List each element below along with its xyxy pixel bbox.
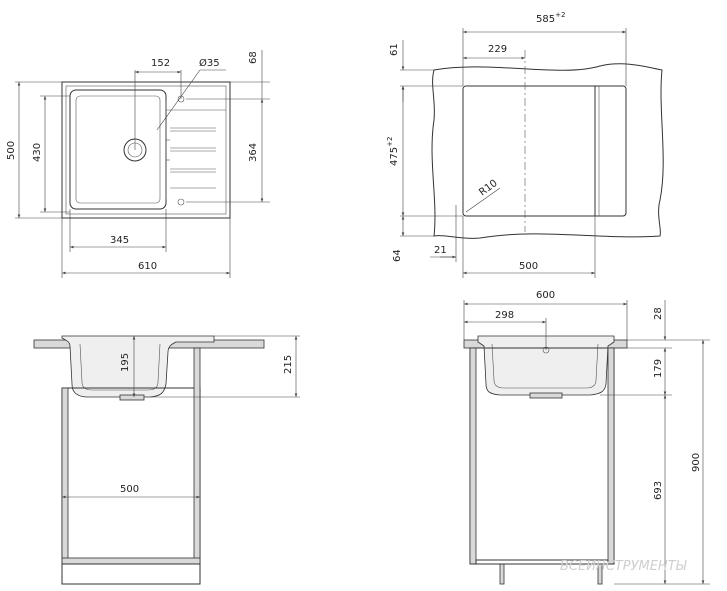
dim-298: 298 — [495, 310, 514, 321]
dim-500-cutout: 500 — [519, 261, 538, 272]
dim-152: 152 — [151, 58, 170, 69]
cutout-rectangle — [462, 85, 627, 217]
dim-179: 179 — [653, 359, 664, 378]
dim-229: 229 — [488, 44, 507, 55]
dim-693: 693 — [653, 481, 664, 500]
dim-195: 195 — [120, 353, 131, 372]
dim-345: 345 — [110, 235, 129, 246]
front-section-view: 600 298 28 179 693 900 — [463, 290, 710, 585]
side-section-view: 195 215 500 — [33, 335, 300, 585]
dim-215: 215 — [283, 355, 294, 374]
dim-r10: R10 — [477, 178, 499, 198]
dim-500-cabinet: 500 — [120, 484, 139, 495]
dim-64: 64 — [392, 249, 403, 262]
dim-500: 500 — [6, 141, 17, 160]
dim-68: 68 — [248, 51, 259, 64]
dim-610: 610 — [138, 261, 157, 272]
cutout-template-view: 585+2 229 61 475+2 64 R10 21 500 — [386, 11, 664, 278]
dim-430: 430 — [32, 143, 43, 162]
dim-28: 28 — [653, 307, 664, 320]
top-view-sink: 152 Ø35 68 364 500 430 345 610 — [6, 50, 270, 278]
dim-600: 600 — [536, 290, 555, 301]
dim-900: 900 — [691, 453, 702, 472]
dim-21: 21 — [434, 245, 447, 256]
dim-61: 61 — [389, 43, 400, 56]
dim-364: 364 — [248, 143, 259, 162]
dim-diameter-35: Ø35 — [199, 57, 220, 69]
watermark: ВСЕИНСТРУМЕНТЫ — [560, 559, 688, 574]
dim-475: 475+2 — [386, 137, 400, 166]
dim-585: 585+2 — [536, 11, 565, 25]
overflow-hole — [177, 198, 185, 206]
